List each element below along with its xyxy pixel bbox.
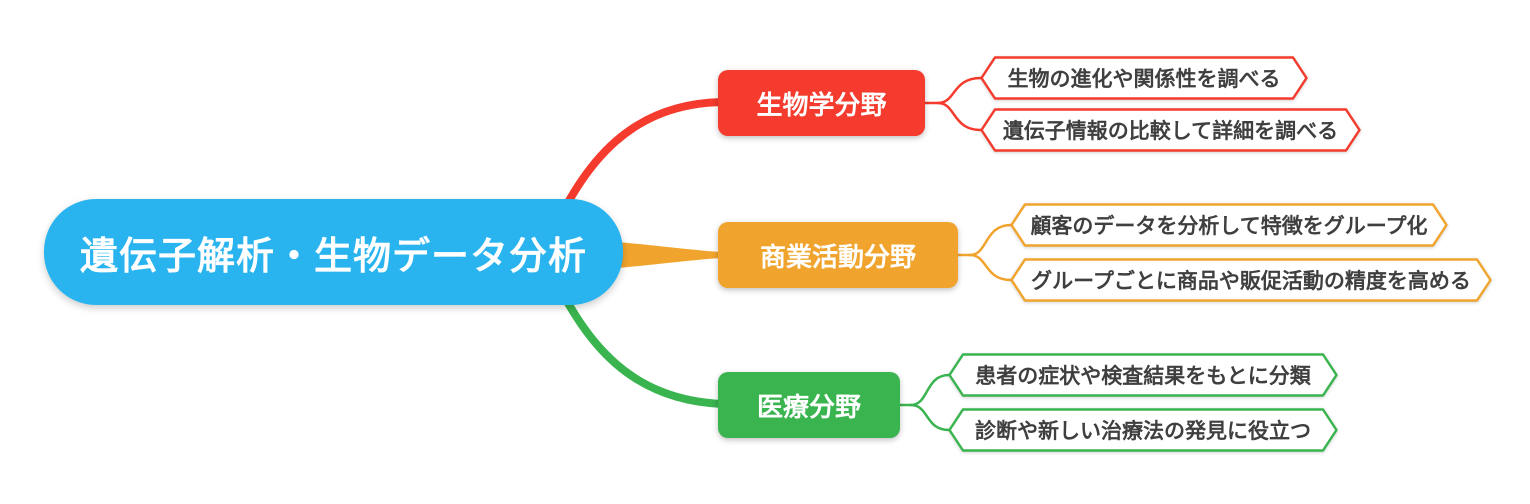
leaf-node-biology-1[interactable]: 生物の進化や関係性を調べる: [980, 56, 1308, 100]
medical-fork-connectors: [896, 373, 951, 432]
hexagon-shape: [948, 353, 1338, 397]
business-fork-connectors: [956, 223, 1013, 282]
leaf-node-business-1[interactable]: 顧客のデータを分析して特徴をグループ化: [1010, 203, 1448, 247]
leaf-biology-1-label: 生物の進化や関係性を調べる: [1007, 68, 1281, 91]
hexagon-shape: [948, 408, 1338, 452]
hexagon-shape: [980, 108, 1361, 152]
leaf-node-medical-2[interactable]: 診断や新しい治療法の発見に役立つ: [948, 408, 1338, 452]
leaf-medical-1-label: 患者の症状や検査結果をもとに分類: [975, 365, 1311, 388]
leaf-node-business-2[interactable]: グループごとに商品や販促活動の精度を高める: [1010, 258, 1492, 302]
leaf-business-2-label: グループごとに商品や販促活動の精度を高める: [1031, 270, 1471, 293]
leaf-biology-2-label: 遺伝子情報の比較して詳細を調べる: [1002, 120, 1339, 143]
branch-node-business[interactable]: 商業活動分野: [718, 222, 958, 288]
leaf-business-1-label: 顧客のデータを分析して特徴をグループ化: [1030, 215, 1428, 238]
branch-biology-label: 生物学分野: [756, 89, 887, 120]
branch-node-medical[interactable]: 医療分野: [718, 372, 900, 438]
leaf-node-medical-1[interactable]: 患者の症状や検査結果をもとに分類: [948, 353, 1338, 397]
hexagon-shape: [1010, 258, 1492, 302]
leaf-medical-2-label: 診断や新しい治療法の発見に役立つ: [975, 420, 1311, 443]
branch-business-label: 商業活動分野: [759, 241, 916, 272]
biology-fork-connectors: [923, 76, 983, 132]
edge-root-to-business: [618, 242, 722, 268]
root-node[interactable]: 遺伝子解析・生物データ分析: [44, 199, 623, 305]
hexagon-shape: [1010, 203, 1448, 247]
branch-node-biology[interactable]: 生物学分野: [718, 70, 925, 136]
leaf-node-biology-2[interactable]: 遺伝子情報の比較して詳細を調べる: [980, 108, 1361, 152]
hexagon-shape: [980, 56, 1308, 100]
root-node-label: 遺伝子解析・生物データ分析: [79, 235, 587, 278]
branch-medical-label: 医療分野: [756, 391, 861, 422]
